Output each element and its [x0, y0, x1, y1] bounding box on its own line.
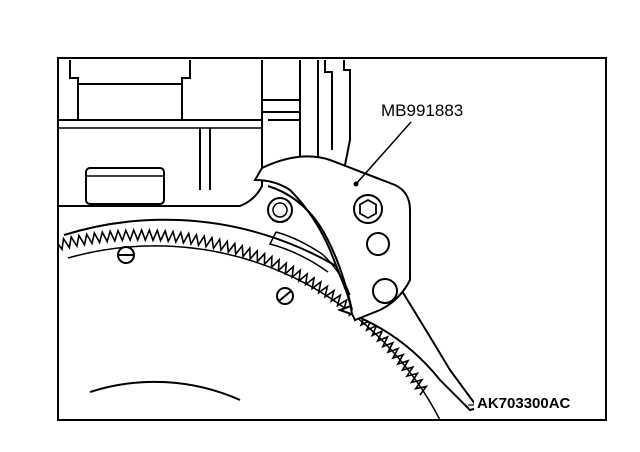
figure-frame	[57, 57, 607, 421]
figure-reference-id: AK703300AC	[477, 395, 571, 412]
tool-callout-label: MB991883	[381, 101, 463, 120]
flywheel-screw	[276, 287, 294, 305]
ring-gear-teeth	[58, 227, 429, 396]
flywheel-screw	[117, 246, 135, 264]
tool-bolt	[353, 194, 383, 224]
tool-hole	[372, 278, 398, 304]
tool-hole	[366, 232, 390, 256]
callout-dot	[353, 181, 359, 187]
tool-bolt	[267, 197, 293, 223]
callout-leader	[355, 121, 412, 185]
